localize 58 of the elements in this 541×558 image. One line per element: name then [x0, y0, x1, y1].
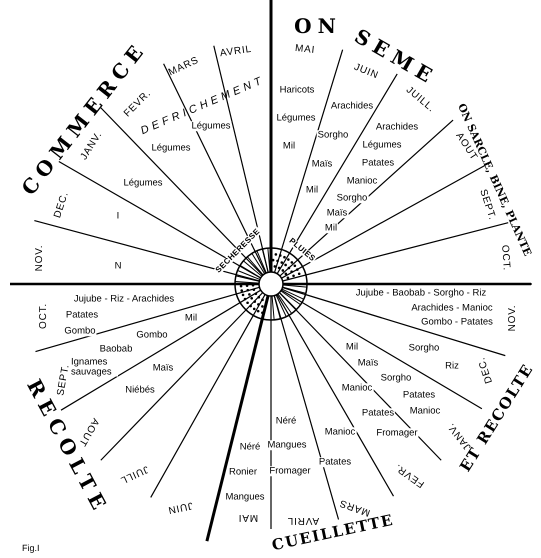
crop-label: Patates [360, 158, 396, 168]
crop-label: Manioc [408, 406, 442, 416]
crop-label: I [116, 211, 120, 221]
crop-label: Baobab [98, 344, 134, 354]
month-label: NOV. [35, 244, 45, 272]
crop-label: Fromager [375, 428, 419, 438]
crop-label: Mil [344, 342, 360, 352]
crop-label: Sorgho [408, 343, 440, 353]
crop-label: Jujube - Riz - Arachides [72, 294, 176, 304]
month-label: DEC. [53, 190, 71, 220]
month-label: AVRIL [219, 44, 253, 60]
month-label: JUIN [166, 499, 194, 515]
crop-label: Arachides - Manioc [410, 303, 494, 313]
crop-label: Patates [360, 408, 396, 418]
crop-label: Gombo [63, 326, 97, 336]
crop-label: N [114, 261, 122, 271]
month-label: MAI [238, 512, 258, 522]
crop-label: Gombo - Patates [420, 317, 494, 327]
crop-label: Maïs [310, 159, 334, 169]
crop-label: Ronier [228, 467, 258, 477]
crop-label: Arachides [374, 122, 420, 132]
crop-label: Mil [324, 223, 338, 233]
crop-label: Manioc [340, 383, 374, 393]
month-label: MAI [294, 44, 316, 56]
crop-label: Maïs [326, 208, 348, 218]
heading-text: ON [294, 16, 342, 36]
crop-label: Patates [318, 457, 352, 467]
crop-label: Légumes [361, 140, 403, 150]
crop-label: Légumes [275, 113, 317, 123]
figure-caption: Fig.I [22, 542, 40, 555]
crop-label: Riz [444, 361, 460, 371]
crop-label: Ignames sauvages [70, 358, 118, 376]
crop-label: Sorgho [336, 193, 368, 203]
crop-label: Manioc [324, 427, 356, 437]
month-label: JUILL [118, 463, 150, 485]
crop-label: Mil [282, 141, 296, 151]
crop-label: Patates [64, 310, 100, 320]
crop-label: Mil [304, 185, 320, 195]
crop-label: Mil [184, 313, 198, 323]
crop-label: Sorgho [316, 130, 350, 140]
crop-label: Néré [238, 442, 262, 452]
crop-label: Mangues [224, 492, 266, 502]
crop-label: Patates [402, 390, 436, 400]
crop-label: Mangues [266, 440, 308, 450]
crop-label: Haricots [278, 85, 316, 95]
month-label: NOV. [508, 304, 518, 332]
crop-label: Maïs [356, 358, 380, 368]
crop-label: Légumes [150, 143, 192, 153]
crop-label: Manioc [346, 176, 378, 186]
month-label: OCT. [39, 303, 49, 329]
crop-label: Arachides [330, 101, 374, 111]
crop-label: Néré [274, 416, 298, 426]
crop-label: Sorgho [380, 373, 412, 383]
crop-label: Niébés [124, 385, 156, 395]
crop-label: Fromager [268, 466, 312, 476]
crop-label: Maïs [152, 363, 174, 373]
crop-label: Jujube - Baobab - Sorgho - Riz [354, 288, 488, 298]
crop-label: Gombo [135, 330, 169, 340]
